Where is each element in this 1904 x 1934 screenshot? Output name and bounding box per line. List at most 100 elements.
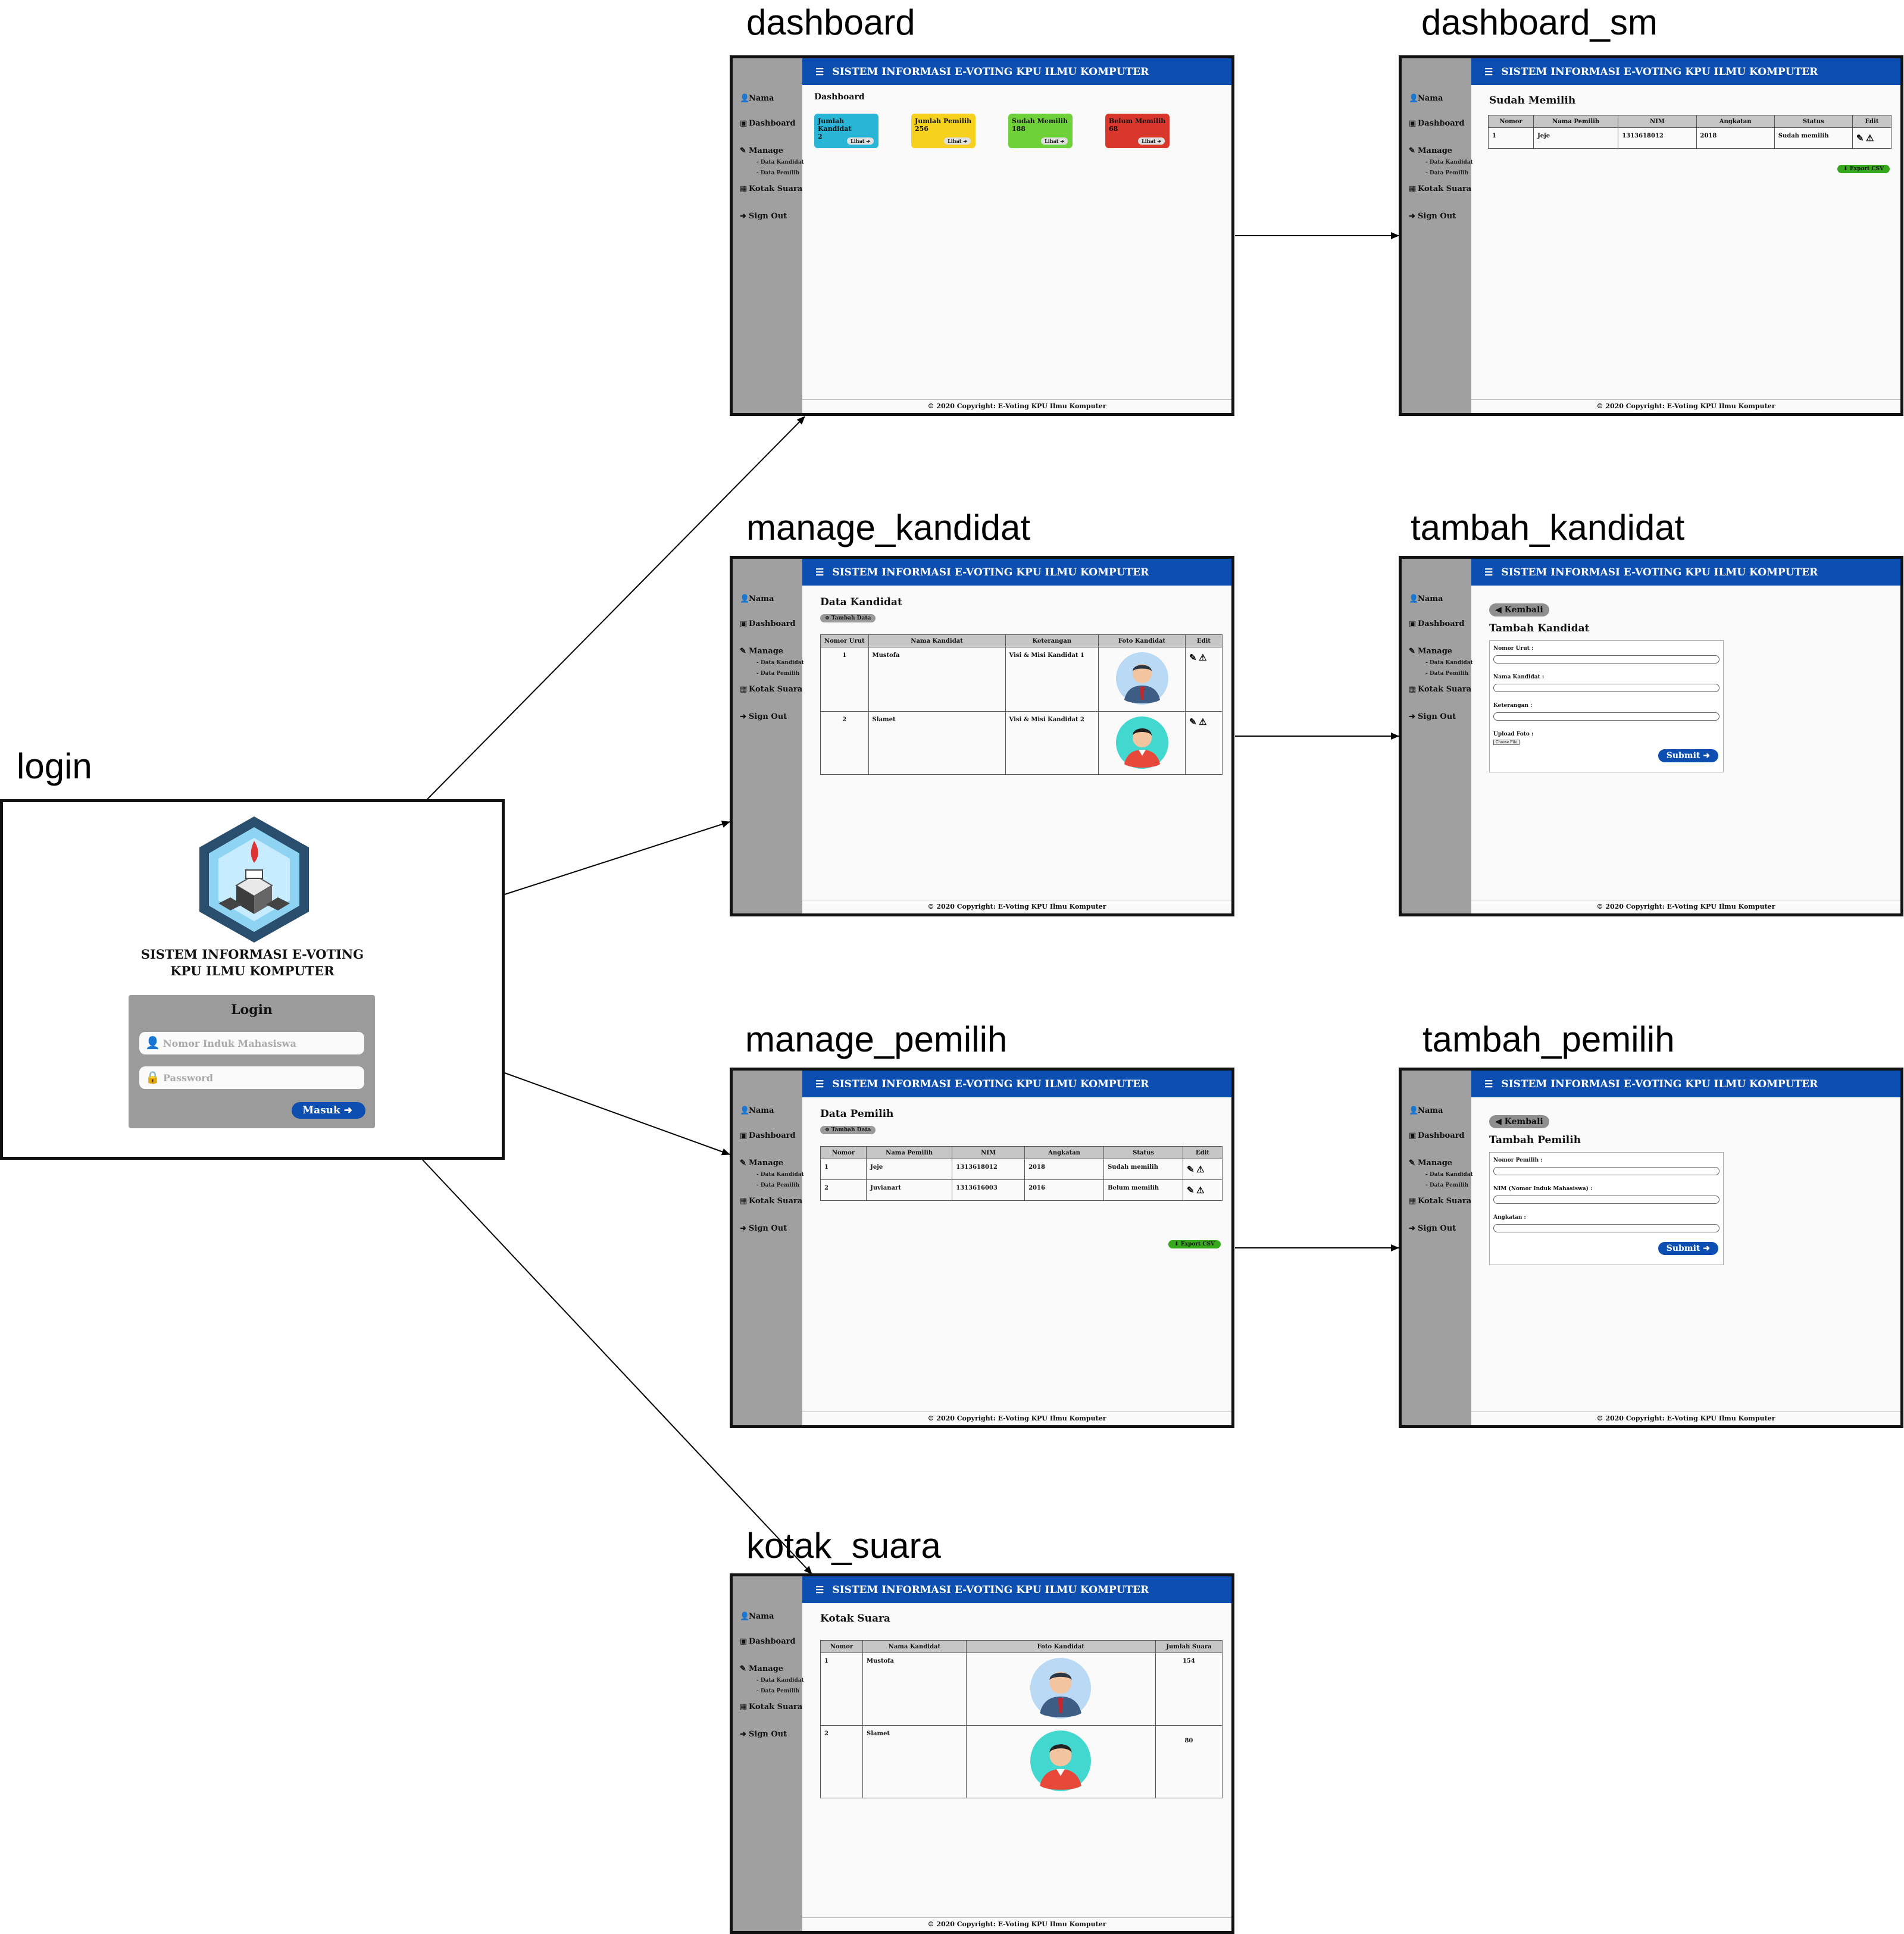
sidebar-item-manage[interactable]: ✎Manage [740, 647, 784, 656]
sidebar-item-sign-out[interactable]: ➜Sign Out [740, 1224, 787, 1233]
dashboard-icon: ▣ [740, 1637, 748, 1646]
content: Sudah Memilih Nomor Nama Pemilih NIM Ang… [1471, 85, 1900, 400]
sidebar-item-nama[interactable]: 👤Nama [740, 1612, 774, 1621]
masuk-button[interactable]: Masuk ➜ [292, 1102, 365, 1119]
sidebar: 👤Nama ▣Dashboard ✎Manage - Data Kandidat… [1402, 559, 1473, 913]
sidebar-item-manage[interactable]: ✎Manage [1409, 647, 1453, 656]
menu-icon[interactable]: ☰ [815, 567, 824, 578]
user-edit-icon[interactable]: ✎ [1856, 133, 1864, 143]
menu-icon[interactable]: ☰ [1484, 1078, 1493, 1090]
sidebar-item-kotak-suara[interactable]: ▦Kotak Suara [1409, 184, 1472, 193]
user-edit-icon[interactable]: ✎ [1189, 652, 1197, 663]
sidebar-item-manage[interactable]: ✎Manage [1409, 146, 1453, 155]
sidebar-subitem-data-pemilih[interactable]: - Data Pemilih [756, 170, 800, 176]
sidebar-item-nama[interactable]: 👤Nama [740, 1106, 774, 1115]
user-edit-icon[interactable]: ✎ [1187, 1164, 1195, 1175]
sidebar-item-dashboard[interactable]: ▣Dashboard [1409, 1131, 1465, 1140]
sidebar-item-sign-out[interactable]: ➜Sign Out [740, 1730, 787, 1739]
menu-icon[interactable]: ☰ [815, 66, 824, 77]
sidebar-item-nama[interactable]: 👤Nama [1409, 594, 1443, 603]
sidebar-item-kotak-suara[interactable]: ▦Kotak Suara [1409, 685, 1472, 694]
kembali-button[interactable]: ◀ Kembali [1489, 603, 1549, 616]
sidebar-item-manage[interactable]: ✎Manage [740, 1664, 784, 1673]
sidebar-item-dashboard[interactable]: ▣Dashboard [740, 619, 796, 628]
export-csv-button[interactable]: ⬇ Export CSV [1168, 1240, 1221, 1248]
sidebar-item-manage[interactable]: ✎Manage [1409, 1159, 1453, 1168]
sidebar-item-nama[interactable]: 👤Nama [1409, 1106, 1443, 1115]
warning-icon[interactable]: ⚠ [1199, 652, 1207, 663]
candidate-1-avatar [1030, 1658, 1092, 1719]
sidebar-subitem-data-kandidat[interactable]: - Data Kandidat [1425, 660, 1473, 666]
lihat-button[interactable]: Lihat ➜ [1138, 137, 1165, 145]
sidebar-item-kotak-suara[interactable]: ▦Kotak Suara [740, 1197, 803, 1206]
password-input[interactable]: 🔒 Password [139, 1066, 364, 1089]
sidebar-subitem-data-pemilih[interactable]: - Data Pemilih [1425, 170, 1469, 176]
warning-icon[interactable]: ⚠ [1196, 1164, 1205, 1175]
submit-button[interactable]: Submit ➜ [1658, 749, 1718, 762]
sidebar-item-dashboard[interactable]: ▣Dashboard [740, 119, 796, 128]
lihat-button[interactable]: Lihat ➜ [847, 137, 874, 145]
sign-out-icon: ➜ [1409, 212, 1415, 221]
sidebar-subitem-data-pemilih[interactable]: - Data Pemilih [756, 671, 800, 677]
sidebar-subitem-data-kandidat[interactable]: - Data Kandidat [756, 660, 804, 666]
sidebar-item-sign-out[interactable]: ➜Sign Out [740, 712, 787, 721]
sidebar-item-sign-out[interactable]: ➜Sign Out [1409, 712, 1456, 721]
choose-file-button[interactable]: Choose File [1493, 740, 1520, 745]
sidebar-subitem-data-pemilih[interactable]: - Data Pemilih [756, 1688, 800, 1694]
keterangan-input[interactable] [1493, 712, 1719, 721]
warning-icon[interactable]: ⚠ [1196, 1185, 1205, 1196]
tambah-data-button[interactable]: ⊕ Tambah Data [820, 1126, 876, 1134]
sidebar-item-dashboard[interactable]: ▣Dashboard [1409, 119, 1465, 128]
user-edit-icon[interactable]: ✎ [1187, 1185, 1195, 1196]
nomor-pemilih-input[interactable] [1493, 1167, 1719, 1175]
nim-input[interactable] [1493, 1196, 1719, 1204]
sidebar-subitem-data-kandidat[interactable]: - Data Kandidat [756, 159, 804, 165]
sidebar-item-sign-out[interactable]: ➜Sign Out [1409, 212, 1456, 221]
sidebar-subitem-data-pemilih[interactable]: - Data Pemilih [1425, 1182, 1469, 1188]
sidebar-item-nama[interactable]: 👤Nama [740, 94, 774, 103]
menu-icon[interactable]: ☰ [1484, 66, 1493, 77]
lihat-button[interactable]: Lihat ➜ [944, 137, 971, 145]
sidebar-item-dashboard[interactable]: ▣Dashboard [740, 1637, 796, 1646]
ballot-box-icon: ▦ [740, 1197, 748, 1206]
nim-input[interactable]: 👤 Nomor Induk Mahasiswa [139, 1032, 364, 1054]
sidebar-item-kotak-suara[interactable]: ▦Kotak Suara [740, 1703, 803, 1711]
nama-kandidat-input[interactable] [1493, 684, 1719, 692]
menu-icon[interactable]: ☰ [815, 1584, 824, 1595]
sidebar-subitem-data-kandidat[interactable]: - Data Kandidat [756, 1678, 804, 1683]
angkatan-input[interactable] [1493, 1224, 1719, 1232]
user-edit-icon[interactable]: ✎ [1189, 716, 1197, 727]
arrow-right-icon: ➜ [1703, 751, 1710, 761]
ballot-box-icon: ▦ [740, 184, 748, 193]
sidebar-subitem-data-kandidat[interactable]: - Data Kandidat [756, 1172, 804, 1178]
sidebar-item-dashboard[interactable]: ▣Dashboard [1409, 619, 1465, 628]
submit-button[interactable]: Submit ➜ [1658, 1242, 1718, 1255]
warning-icon[interactable]: ⚠ [1865, 133, 1874, 143]
export-csv-button[interactable]: ⬇ Export CSV [1837, 165, 1890, 173]
password-placeholder: Password [163, 1072, 214, 1084]
sidebar-subitem-data-kandidat[interactable]: - Data Kandidat [1425, 1172, 1473, 1178]
sidebar-item-kotak-suara[interactable]: ▦Kotak Suara [740, 184, 803, 193]
nomor-urut-input[interactable] [1493, 655, 1719, 664]
sidebar-item-manage[interactable]: ✎Manage [740, 1159, 784, 1168]
lihat-button[interactable]: Lihat ➜ [1041, 137, 1068, 145]
sidebar-item-nama[interactable]: 👤Nama [1409, 94, 1443, 103]
sidebar-item-kotak-suara[interactable]: ▦Kotak Suara [740, 685, 803, 694]
menu-icon[interactable]: ☰ [815, 1078, 824, 1090]
sidebar-item-nama[interactable]: 👤Nama [740, 594, 774, 603]
page-title: Sudah Memilih [1489, 95, 1576, 107]
kembali-button[interactable]: ◀ Kembali [1489, 1115, 1549, 1128]
sidebar-item-kotak-suara[interactable]: ▦Kotak Suara [1409, 1197, 1472, 1206]
menu-icon[interactable]: ☰ [1484, 567, 1493, 578]
sidebar-item-manage[interactable]: ✎Manage [740, 146, 784, 155]
warning-icon[interactable]: ⚠ [1199, 716, 1207, 727]
tambah-data-button[interactable]: ⊕ Tambah Data [820, 614, 876, 622]
sidebar-item-sign-out[interactable]: ➜Sign Out [740, 212, 787, 221]
sidebar-item-sign-out[interactable]: ➜Sign Out [1409, 1224, 1456, 1233]
sidebar-subitem-data-pemilih[interactable]: - Data Pemilih [756, 1182, 800, 1188]
sidebar-item-dashboard[interactable]: ▣Dashboard [740, 1131, 796, 1140]
sidebar-subitem-data-kandidat[interactable]: - Data Kandidat [1425, 159, 1473, 165]
footer: © 2020 Copyright: E-Voting KPU Ilmu Komp… [802, 1917, 1231, 1931]
sidebar-subitem-data-pemilih[interactable]: - Data Pemilih [1425, 671, 1469, 677]
